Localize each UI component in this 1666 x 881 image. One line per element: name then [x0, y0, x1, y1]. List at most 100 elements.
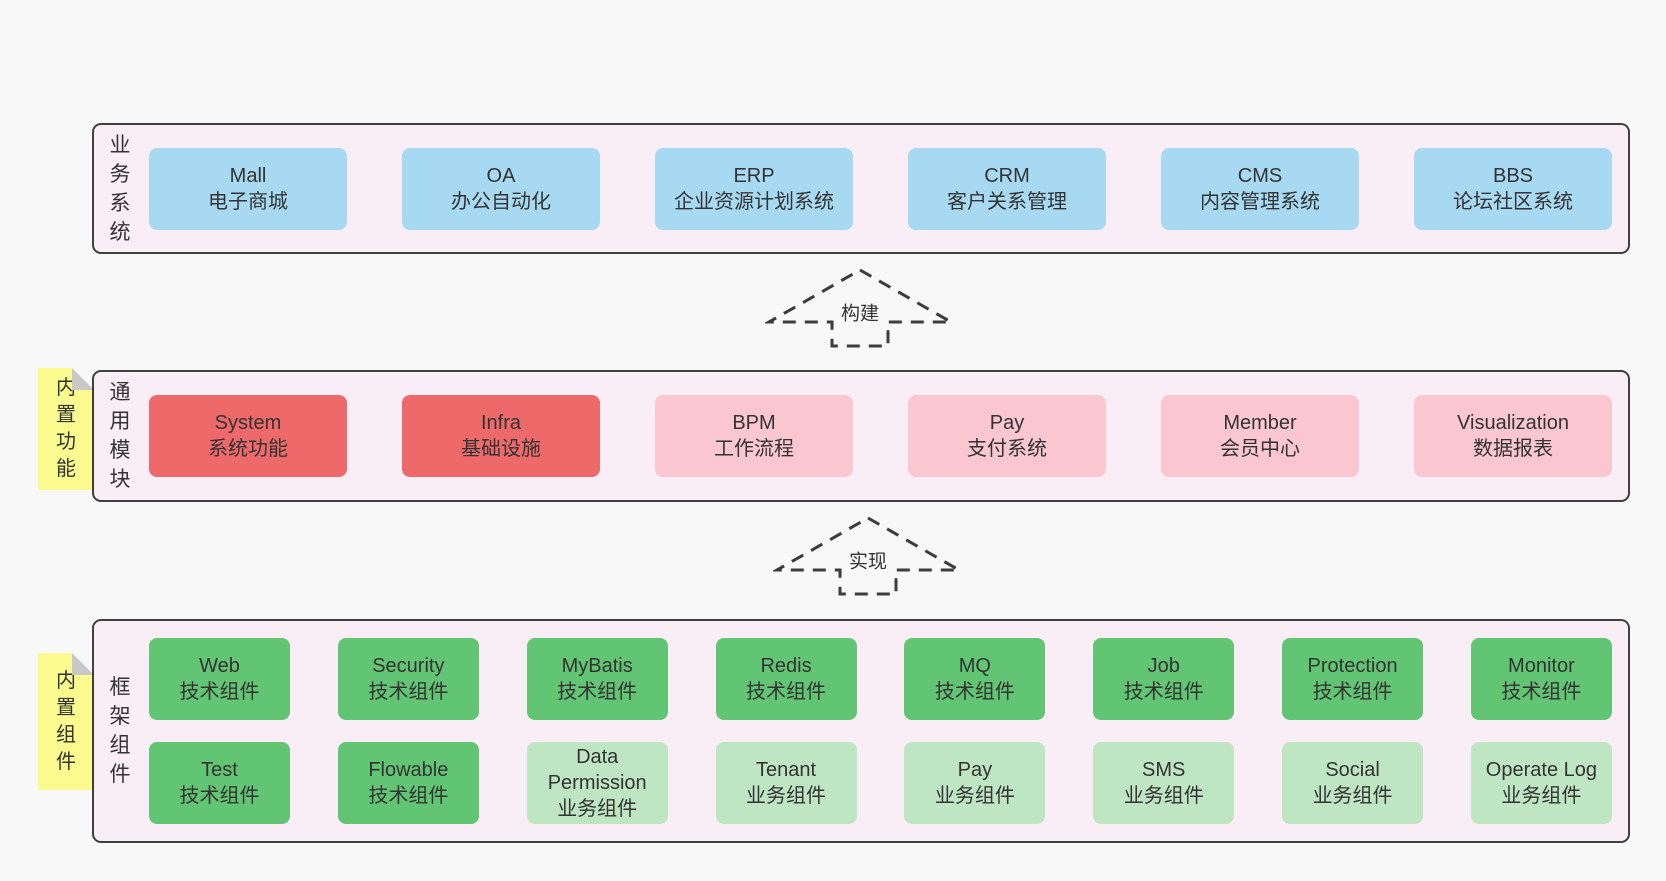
box-crm: CRM 客户关系管理: [908, 147, 1106, 230]
box-subtitle: 业务组件: [1312, 785, 1393, 807]
panel-common-modules: 通用模块 System 系统功能 Infra 基础设施 BPM 工作流程 Pay…: [92, 370, 1630, 502]
panel-label-business-systems: 业务系统: [109, 133, 131, 244]
box-title: Protection: [1307, 655, 1398, 677]
box-member: Member 会员中心: [1161, 395, 1359, 477]
box-subtitle: 业务组件: [934, 785, 1015, 807]
box-subtitle: 技术组件: [179, 681, 260, 703]
box-title: MQ: [958, 655, 991, 677]
business-systems-rows: Mall 电子商城 OA 办公自动化 ERP 企业资源计划系统 CRM 客户关系…: [137, 125, 1628, 252]
box-title: OA: [486, 164, 516, 187]
box-redis: Redis 技术组件: [715, 638, 857, 720]
box-title: Pay: [989, 412, 1025, 434]
box-data-permission: Data Permission 业务组件: [526, 742, 668, 824]
box-oa: OA 办公自动化: [402, 147, 600, 230]
common-modules-row: System 系统功能 Infra 基础设施 BPM 工作流程 Pay 支付系统…: [149, 395, 1612, 477]
box-job: Job 技术组件: [1093, 638, 1235, 720]
panel-label-framework-components: 框架组件: [109, 676, 131, 786]
box-subtitle: 客户关系管理: [947, 190, 1067, 213]
box-title: ERP: [733, 164, 775, 187]
box-title: CMS: [1237, 164, 1283, 187]
box-subtitle: 业务组件: [557, 798, 638, 820]
box-subtitle: 业务组件: [746, 785, 827, 807]
box-bbs: BBS 论坛社区系统: [1414, 147, 1612, 230]
box-subtitle: 技术组件: [368, 681, 449, 703]
sticky-note-label: 内置组件: [56, 669, 76, 773]
sticky-note-built-in-components: 内置组件: [38, 653, 94, 790]
box-subtitle: 技术组件: [557, 681, 638, 703]
sticky-note-built-in-features: 内置功能: [38, 368, 94, 490]
box-subtitle: 技术组件: [1312, 681, 1393, 703]
box-monitor: Monitor 技术组件: [1470, 638, 1612, 720]
panel-business-systems: 业务系统 Mall 电子商城 OA 办公自动化 ERP 企业资源计划系统 CRM…: [92, 123, 1630, 254]
dashed-up-arrow-build: 构建: [765, 266, 955, 350]
box-subtitle: 技术组件: [1501, 681, 1582, 703]
box-pay-component: Pay 业务组件: [904, 742, 1046, 824]
box-subtitle: 数据报表: [1473, 438, 1553, 460]
box-erp: ERP 企业资源计划系统: [655, 147, 853, 230]
box-subtitle: 技术组件: [179, 785, 260, 807]
arrow-label-build: 构建: [837, 297, 883, 327]
framework-components-row-2: Test 技术组件 Flowable 技术组件 Data Permission …: [149, 742, 1612, 824]
box-pay-system: Pay 支付系统: [908, 395, 1106, 477]
dashed-up-arrow-implement: 实现: [773, 514, 963, 598]
box-title: Security: [372, 655, 445, 677]
box-subtitle: 技术组件: [368, 785, 449, 807]
framework-components-rows: Web 技术组件 Security 技术组件 MyBatis 技术组件 Redi…: [137, 621, 1628, 841]
common-modules-rows: System 系统功能 Infra 基础设施 BPM 工作流程 Pay 支付系统…: [137, 372, 1628, 500]
box-title: Pay: [957, 759, 993, 781]
box-security: Security 技术组件: [337, 638, 479, 720]
box-title: Visualization: [1457, 412, 1569, 434]
box-visualization: Visualization 数据报表: [1414, 395, 1612, 477]
box-subtitle: 业务组件: [1123, 785, 1204, 807]
box-title: BPM: [732, 412, 776, 434]
box-title: Monitor: [1508, 655, 1575, 677]
box-subtitle: 技术组件: [1123, 681, 1204, 703]
box-infra: Infra 基础设施: [402, 395, 600, 477]
box-title: SMS: [1142, 759, 1186, 781]
box-subtitle: 论坛社区系统: [1453, 190, 1573, 213]
box-title: Social: [1325, 759, 1380, 781]
box-subtitle: 办公自动化: [451, 190, 551, 213]
box-title: MyBatis: [561, 655, 633, 677]
framework-components-row-1: Web 技术组件 Security 技术组件 MyBatis 技术组件 Redi…: [149, 638, 1612, 720]
box-title: Test: [201, 759, 238, 781]
business-systems-row: Mall 电子商城 OA 办公自动化 ERP 企业资源计划系统 CRM 客户关系…: [149, 147, 1612, 230]
box-subtitle: 内容管理系统: [1200, 190, 1320, 213]
box-title: Job: [1147, 655, 1180, 677]
box-subtitle: 基础设施: [461, 438, 541, 460]
box-test: Test 技术组件: [149, 742, 290, 824]
box-system: System 系统功能: [149, 395, 347, 477]
up-arrow-icon: [773, 516, 963, 596]
sticky-note-label: 内置功能: [56, 377, 76, 480]
arrow-label-implement: 实现: [845, 545, 891, 575]
box-subtitle: 企业资源计划系统: [674, 190, 834, 213]
box-title: Operate Log: [1485, 759, 1597, 781]
box-subtitle: 技术组件: [934, 681, 1015, 703]
box-subtitle: 电子商城: [208, 190, 288, 213]
box-title: Web: [199, 655, 240, 677]
panel-label-common-modules: 通用模块: [109, 381, 131, 491]
box-title: System: [214, 412, 282, 434]
box-mybatis: MyBatis 技术组件: [526, 638, 668, 720]
box-title: Redis: [760, 655, 812, 677]
panel-framework-components: 框架组件 Web 技术组件 Security 技术组件 MyBatis 技术组件…: [92, 619, 1630, 843]
box-title: Tenant: [756, 759, 817, 781]
box-sms: SMS 业务组件: [1093, 742, 1235, 824]
box-operate-log: Operate Log 业务组件: [1470, 742, 1612, 824]
box-flowable: Flowable 技术组件: [337, 742, 479, 824]
box-subtitle: 会员中心: [1220, 438, 1300, 460]
box-title: CRM: [984, 164, 1030, 187]
box-title: Member: [1223, 412, 1297, 434]
box-protection: Protection 技术组件: [1282, 638, 1424, 720]
box-social: Social 业务组件: [1282, 742, 1424, 824]
box-tenant: Tenant 业务组件: [715, 742, 857, 824]
box-title: Flowable: [368, 759, 449, 781]
box-subtitle: 业务组件: [1501, 785, 1582, 807]
box-title: BBS: [1492, 164, 1534, 187]
box-bpm: BPM 工作流程: [655, 395, 853, 477]
box-subtitle: 系统功能: [208, 438, 288, 460]
box-cms: CMS 内容管理系统: [1161, 147, 1359, 230]
up-arrow-icon: [765, 268, 955, 348]
box-title: Infra: [480, 412, 522, 434]
box-subtitle: 支付系统: [967, 438, 1047, 460]
